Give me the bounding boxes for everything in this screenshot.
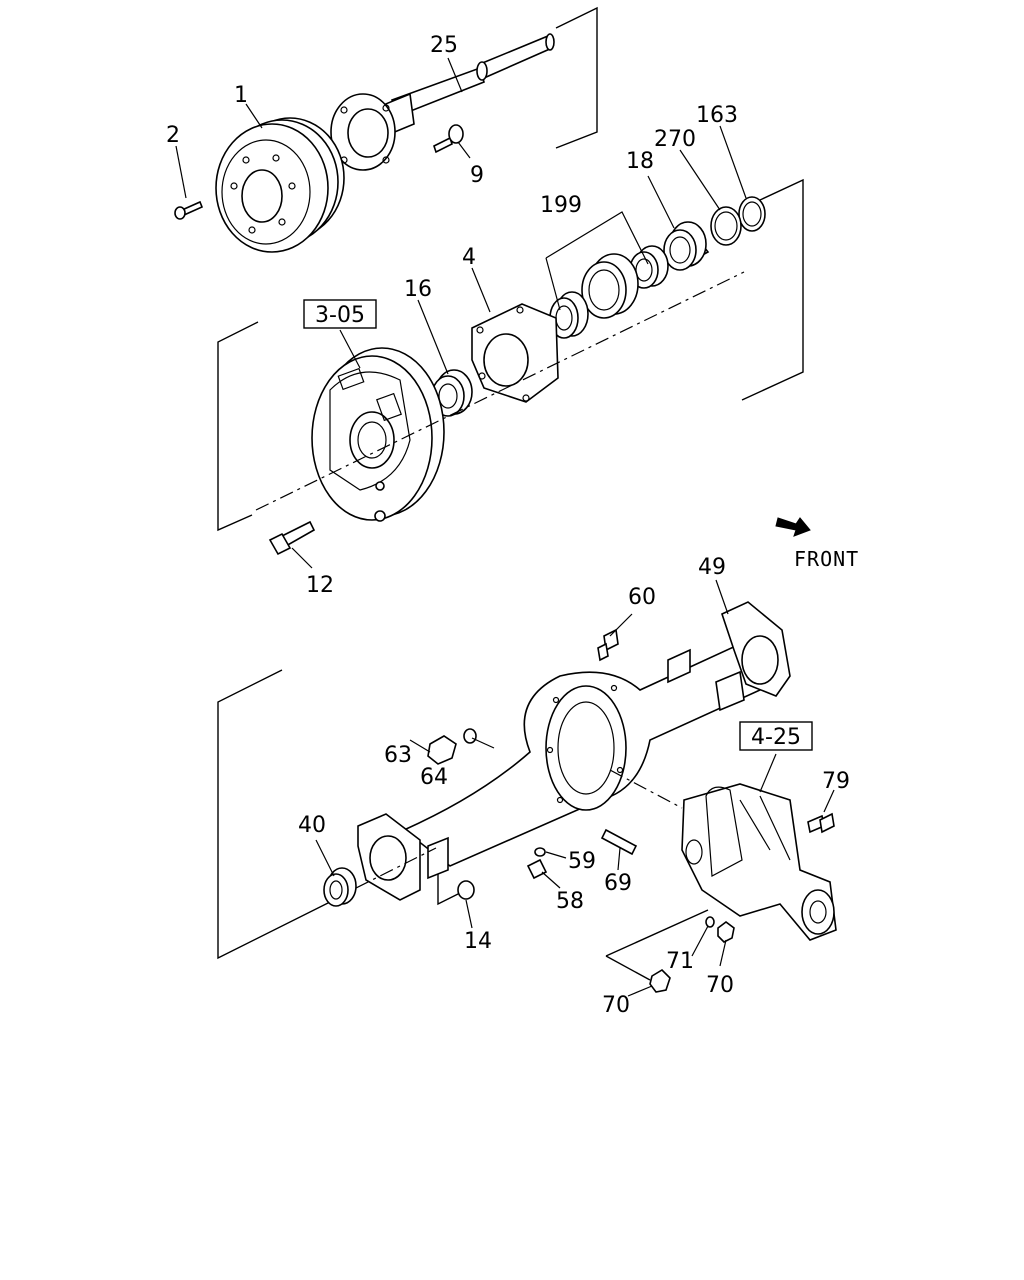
backing-plate-bolt: [268, 520, 316, 556]
differential-carrier: [681, 783, 837, 941]
label-71: 71: [666, 949, 694, 974]
carrier-nut-lower: [649, 968, 671, 993]
bearing-holder: [471, 303, 559, 403]
part-labels: 25 1 2 9 163 270 18 199 4 16 12 60 49 63…: [166, 33, 850, 1018]
label-25: 25: [430, 33, 458, 58]
ref-box-diff: 4-25: [739, 721, 813, 751]
breather-plug: [597, 628, 619, 662]
leader-lines: [175, 57, 835, 997]
carrier-bolt: [807, 812, 835, 834]
oil-seal-lower: [323, 867, 357, 907]
label-40: 40: [298, 813, 326, 838]
label-4: 4: [462, 245, 476, 270]
hub-bolt: [433, 124, 464, 154]
label-64: 64: [420, 765, 448, 790]
upper-axis-line: [255, 271, 745, 511]
ref-box-diff-label: 4-25: [751, 725, 801, 750]
brake-backing-plate: [311, 347, 445, 522]
front-arrow-icon: [775, 517, 811, 537]
label-70-right: 70: [706, 973, 734, 998]
label-270: 270: [654, 127, 696, 152]
carrier-nut-upper: [717, 921, 735, 943]
label-1: 1: [234, 83, 248, 108]
lock-washer: [705, 916, 715, 928]
label-199: 199: [540, 193, 582, 218]
lower-group-bracket: [217, 669, 709, 981]
label-63: 63: [384, 743, 412, 768]
axle-housing: [357, 601, 791, 901]
label-9: 9: [470, 163, 484, 188]
front-label: FRONT: [794, 547, 859, 571]
drain-plug: [526, 858, 548, 880]
housing-nut: [457, 880, 475, 900]
drain-gasket: [534, 847, 546, 857]
label-59: 59: [568, 849, 596, 874]
ref-box-brake: 3-05: [303, 299, 377, 329]
label-2: 2: [166, 123, 180, 148]
retaining-ring: [738, 196, 766, 232]
flange-nut: [427, 735, 457, 765]
ref-box-brake-label: 3-05: [315, 303, 365, 328]
carrier-axis-line: [609, 769, 683, 809]
label-16: 16: [404, 277, 432, 302]
label-69: 69: [604, 871, 632, 896]
flat-washer: [463, 728, 477, 744]
bearing-cup: [581, 253, 639, 319]
label-163: 163: [696, 103, 738, 128]
brake-drum: [215, 117, 345, 253]
label-70-left: 70: [602, 993, 630, 1018]
axle-shaft: [330, 33, 555, 171]
label-60: 60: [628, 585, 656, 610]
label-14: 14: [464, 929, 492, 954]
upper-group-bracket: [217, 6, 804, 532]
spacer-ring: [710, 206, 742, 246]
label-58: 58: [556, 889, 584, 914]
label-79: 79: [822, 769, 850, 794]
label-49: 49: [698, 555, 726, 580]
label-12: 12: [306, 573, 334, 598]
drum-screw: [174, 200, 204, 220]
label-18: 18: [626, 149, 654, 174]
bearing-collar: [663, 221, 710, 271]
stud-bolt: [600, 828, 638, 856]
